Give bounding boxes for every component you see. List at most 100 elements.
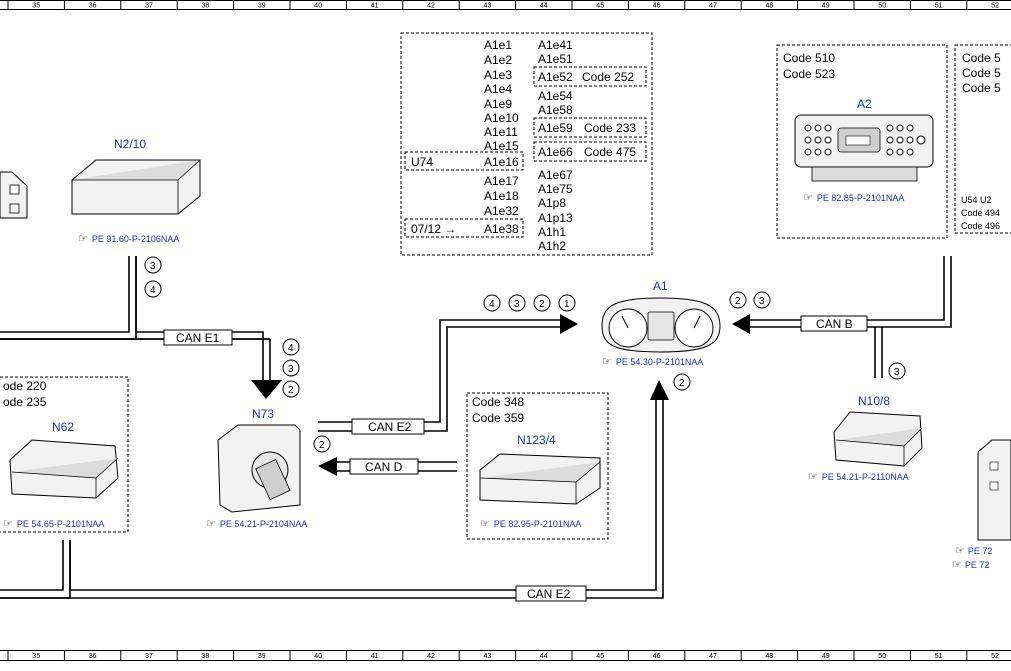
a1-code-item: A1e9: [484, 97, 512, 111]
ruler-number: 47: [709, 3, 717, 10]
a2-label: A2: [857, 97, 872, 111]
ruler-number: 36: [89, 3, 97, 10]
svg-text:☞PE 72: ☞PE 72: [952, 559, 989, 571]
ruler-number: 49: [822, 3, 830, 10]
n62-label: N62: [52, 420, 74, 434]
right-edge-box: Code 5 Code 5 Code 5 U54 U2 Code 494 Cod…: [954, 44, 1011, 234]
a2-ref-icon: ☞: [803, 192, 813, 204]
ruler-number: 40: [314, 653, 322, 660]
a1-ref-link[interactable]: PE 54.30-P-2101NAA: [616, 357, 704, 367]
n62-box: ode 220 ode 235 N62 ☞PE 54.65-P-2101NAA: [0, 376, 129, 533]
can-b-label: CAN B: [816, 317, 853, 331]
a2-radio-unit: [794, 114, 934, 182]
ruler-number: 39: [258, 653, 266, 660]
markers: 3 4 4 3 2 4 3 2 1 2 3 2 2 3: [144, 256, 906, 453]
n62-ref-link[interactable]: PE 54.65-P-2101NAA: [17, 519, 105, 529]
ruler-number: 46: [653, 653, 661, 660]
n123-4-code-label: Code 359: [472, 411, 524, 425]
ruler-number: 46: [653, 3, 661, 10]
svg-text:☞PE 54.21-P-2110NAA: ☞ PE 54.21-P-2110NAA: [808, 471, 909, 483]
right-code-496: Code 496: [961, 221, 1000, 231]
n123-4-ref-icon: ☞: [480, 518, 490, 530]
ruler-number: 40: [314, 3, 322, 10]
svg-text:☞PE 82.95-P-2101NAA: ☞ PE 82.95-P-2101NAA: [480, 518, 581, 530]
a1-code-item: A1e11: [484, 125, 518, 139]
ruler-number: 45: [596, 3, 604, 10]
a1-code-item: A1e41: [538, 38, 573, 52]
a1-code-item: A1e3: [484, 68, 512, 82]
right-ref-icon: ☞: [955, 545, 965, 557]
ruler-number: 45: [596, 653, 604, 660]
svg-text:☞PE 91.60-P-2106NAA: ☞ PE 91.60-P-2106NAA: [78, 233, 179, 245]
a1-code-box: A1e1 A1e2 A1e3 A1e4 A1e9 A1e10 A1e11 A1e…: [400, 32, 653, 256]
marker-a1-right: 2: [735, 296, 741, 307]
n73-ref-link[interactable]: PE 54.21-P-2104NAA: [220, 519, 308, 529]
a1-component: A1 ☞PE 54.30-P-2101NAA: [601, 279, 721, 368]
date-note-label: 07/12 →: [411, 222, 456, 236]
ruler-number: 52: [991, 653, 999, 660]
a1-code-item: A1e2: [484, 53, 512, 67]
ruler-number: 35: [32, 653, 40, 660]
right-code-label: Code 5: [962, 51, 1001, 65]
svg-text:☞PE 72: ☞PE 72: [955, 545, 992, 557]
a1-code-item: A1e16: [484, 155, 519, 169]
marker-n73: 3: [288, 364, 294, 375]
n10-8-ref-icon: ☞: [808, 471, 818, 483]
n10-8-ref-link[interactable]: PE 54.21-P-2110NAA: [822, 472, 909, 482]
n73-input-arrow: [251, 380, 282, 399]
ruler-number: 52: [991, 3, 999, 10]
a1-bottom-arrow: [650, 380, 669, 400]
bus-label-can-e1: CAN E1: [163, 329, 233, 346]
n10-8-label: N10/8: [858, 394, 890, 408]
bus-label-can-d: CAN D: [349, 458, 419, 475]
can-e2-top-label: CAN E2: [368, 420, 412, 434]
right-ref-link[interactable]: PE 72: [968, 546, 993, 556]
n2-10-ref-link[interactable]: PE 91.60-P-2106NAA: [92, 234, 180, 244]
n73-label: N73: [252, 407, 274, 421]
ruler-number: 47: [709, 653, 717, 660]
right-code-494: Code 494: [961, 208, 1000, 218]
svg-text:☞PE 54.21-P-2104NAA: ☞PE 54.21-P-2104NAA: [206, 518, 307, 530]
ruler-number: 50: [878, 653, 886, 660]
marker-n10-8: 3: [894, 367, 900, 378]
n10-8-component: N10/8 ☞ PE 54.21-P-2110NAA: [808, 394, 923, 483]
ruler-number: 48: [766, 653, 774, 660]
ruler-number: 44: [540, 3, 548, 10]
ruler-number: 48: [766, 3, 774, 10]
a1-code-item: A1e32: [484, 204, 519, 218]
n73-component: N73 ☞PE 54.21-P-2104NAA: [206, 407, 307, 530]
can-d-label: CAN D: [365, 460, 403, 474]
n123-4-ref-link[interactable]: PE 82.95-P-2101NAA: [494, 519, 582, 529]
marker-a1-right: 3: [759, 296, 765, 307]
a1-code-item: A1e18: [484, 189, 519, 203]
n2-10-ref-icon: ☞: [78, 233, 88, 245]
svg-text:☞PE 54.30-P-2101NAA: ☞ PE 54.30-P-2101NAA: [602, 356, 703, 368]
a2-box: Code 510 Code 523 A2 ☞PE 82.85-P-2101NAA: [776, 44, 948, 239]
bus-label-can-e2-bottom: CAN E2: [515, 585, 587, 602]
bus-label-can-b: CAN B: [800, 315, 868, 332]
ruler-number: 37: [145, 3, 153, 10]
n123-4-code-label: Code 348: [472, 395, 524, 409]
ruler-number: 43: [484, 3, 492, 10]
right-partial-component: ☞PE 72 ☞PE 72: [952, 439, 1011, 571]
a2-ref-link[interactable]: PE 82.85-P-2101NAA: [817, 193, 905, 203]
right-ref-icon: ☞: [952, 559, 962, 571]
ruler-number: 51: [935, 653, 943, 660]
marker-a1-left: 4: [489, 299, 495, 310]
right-ref-link[interactable]: PE 72: [965, 560, 990, 570]
marker-n73-d: 2: [319, 440, 325, 451]
a1-ref-icon: ☞: [602, 356, 612, 368]
right-u-row: U54 U2: [961, 195, 992, 205]
a1-code-item: A1e1: [484, 38, 512, 52]
ruler-number: 50: [878, 3, 886, 10]
code-252-label: Code 252: [582, 70, 634, 84]
marker-a1-bottom: 2: [679, 378, 685, 389]
n2-10-component: N2/10 ☞PE 91.60-P-2106NAA: [71, 137, 201, 245]
a1-code-item: A1p8: [538, 196, 566, 210]
ruler-number: 42: [427, 3, 435, 10]
a1-code-item: A1e67: [538, 168, 573, 182]
marker-a1-left: 1: [564, 299, 570, 310]
